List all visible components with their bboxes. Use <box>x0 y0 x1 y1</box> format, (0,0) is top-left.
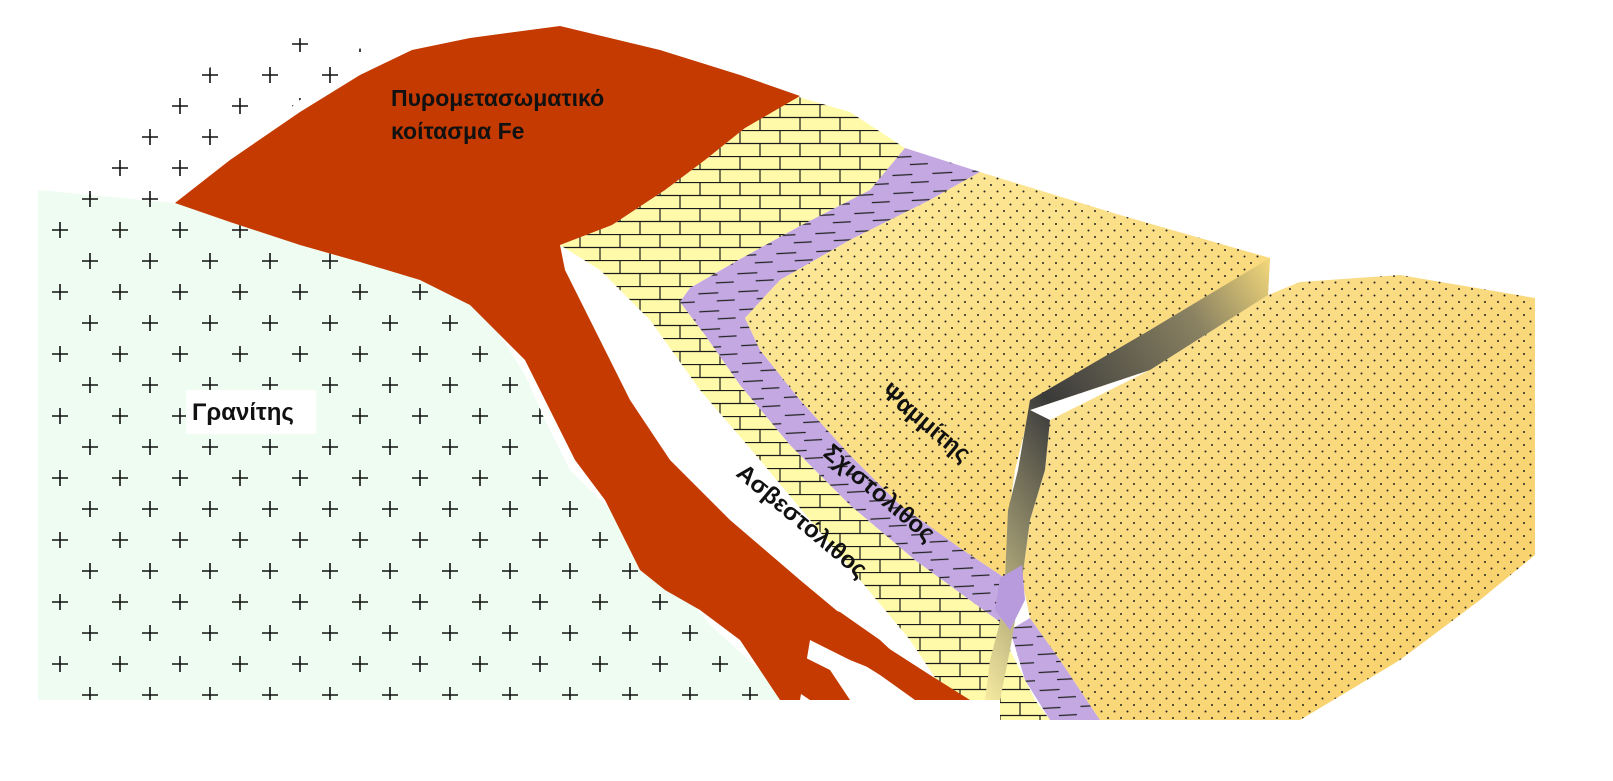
limestone-lower-block-texture <box>1000 650 1050 720</box>
label-ore-deposit-line2: κοίτασμα Fe <box>391 118 524 144</box>
sandstone-lower-texture <box>1022 275 1535 720</box>
ore-body <box>175 26 970 700</box>
sandstone-upper-block <box>745 172 1270 578</box>
shale-texture <box>680 148 1005 622</box>
ore-apophysis-lower <box>750 640 850 700</box>
limestone-texture <box>560 96 1000 700</box>
label-granite: Γρανίτης <box>192 399 294 426</box>
sandstone-lower-block <box>1022 275 1535 720</box>
granite-eroded-texture <box>60 38 410 203</box>
granite-label-backdrop <box>186 390 316 434</box>
label-ore-deposit-line1: Πυρομετασωματικό <box>391 85 604 111</box>
shale-unit <box>680 148 1100 720</box>
fault-plane <box>985 258 1270 700</box>
fault-shale-offset <box>995 565 1025 630</box>
fe-ore-deposit <box>175 26 970 700</box>
limestone-unit <box>560 96 1050 720</box>
sandstone-upper-texture <box>745 172 1270 578</box>
granite-texture <box>38 190 790 700</box>
shale-lower-texture <box>1010 618 1100 720</box>
granite-unit <box>38 38 790 700</box>
ore-apophysis-finger <box>800 600 940 700</box>
